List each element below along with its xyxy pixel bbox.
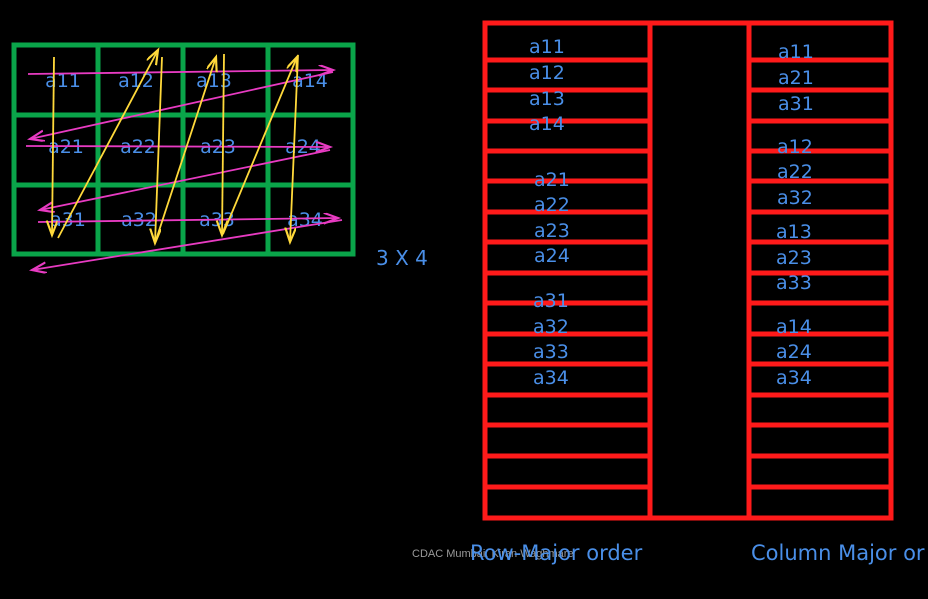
matrix-cell: a34	[287, 209, 323, 231]
column-traversal-arrow	[155, 56, 163, 243]
column-major-values: a11 a21 a31 a12 a22 a32 a13 a23 a33 a14 …	[776, 41, 814, 389]
row-major-cell: a32	[533, 316, 569, 338]
column-major-cell: a24	[776, 341, 812, 363]
column-major-cell: a14	[776, 316, 812, 338]
row-major-cell: a24	[534, 245, 570, 267]
column-traversal-arrow	[154, 57, 216, 244]
column-traversal-arrow	[222, 53, 224, 235]
column-major-cell: a22	[777, 161, 813, 183]
memory-block	[482, 20, 894, 521]
column-traversal-arrow	[222, 57, 297, 235]
row-major-cell: a11	[529, 36, 565, 58]
row-traversal-arrow	[30, 71, 334, 139]
row-traversal-arrow	[27, 70, 333, 74]
row-major-cell: a13	[529, 88, 565, 110]
row-major-cell: a33	[533, 341, 569, 363]
row-major-cell: a31	[533, 290, 569, 312]
row-major-cell: a21	[534, 169, 570, 191]
column-traversal-arrow	[52, 56, 54, 235]
column-major-slots	[749, 57, 891, 490]
row-traversal-arrow	[25, 146, 330, 147]
matrix-cell: a13	[196, 70, 232, 92]
column-major-cell: a23	[776, 247, 812, 269]
column-major-cell: a32	[777, 187, 813, 209]
row-major-cell: a12	[529, 62, 565, 84]
footer-credit: CDAC Mumbai: Kiran Waghmare	[412, 548, 574, 560]
column-major-cell: a12	[777, 136, 813, 158]
row-major-cell: a34	[533, 367, 569, 389]
matrix-dimension-label: 3 X 4	[376, 246, 428, 270]
row-major-cell: a14	[529, 113, 565, 135]
row-major-cell: a23	[534, 220, 570, 242]
column-major-cell: a13	[776, 221, 812, 243]
column-major-caption: Column Major or	[751, 541, 925, 565]
row-traversal-arrows	[25, 70, 343, 270]
column-traversal-arrows	[52, 50, 299, 244]
column-major-cell: a11	[778, 41, 814, 63]
row-traversal-arrow	[37, 218, 338, 222]
matrix-cell-labels: a11 a12 a13 a14 a21 a22 a23 a24 a31 a32 …	[45, 70, 328, 231]
row-major-cell: a22	[534, 194, 570, 216]
row-major-caption: Row-Major order	[470, 541, 643, 565]
row-major-slots	[485, 57, 650, 490]
column-traversal-arrow	[57, 50, 158, 239]
column-major-cell: a34	[776, 367, 812, 389]
column-major-cell: a33	[776, 272, 812, 294]
column-traversal-arrow	[290, 54, 299, 242]
column-major-cell: a31	[778, 93, 814, 115]
row-traversal-arrow	[40, 149, 331, 210]
row-major-values: a11 a12 a13 a14 a21 a22 a23 a24 a31 a32 …	[529, 36, 570, 389]
column-major-cell: a21	[778, 67, 814, 89]
